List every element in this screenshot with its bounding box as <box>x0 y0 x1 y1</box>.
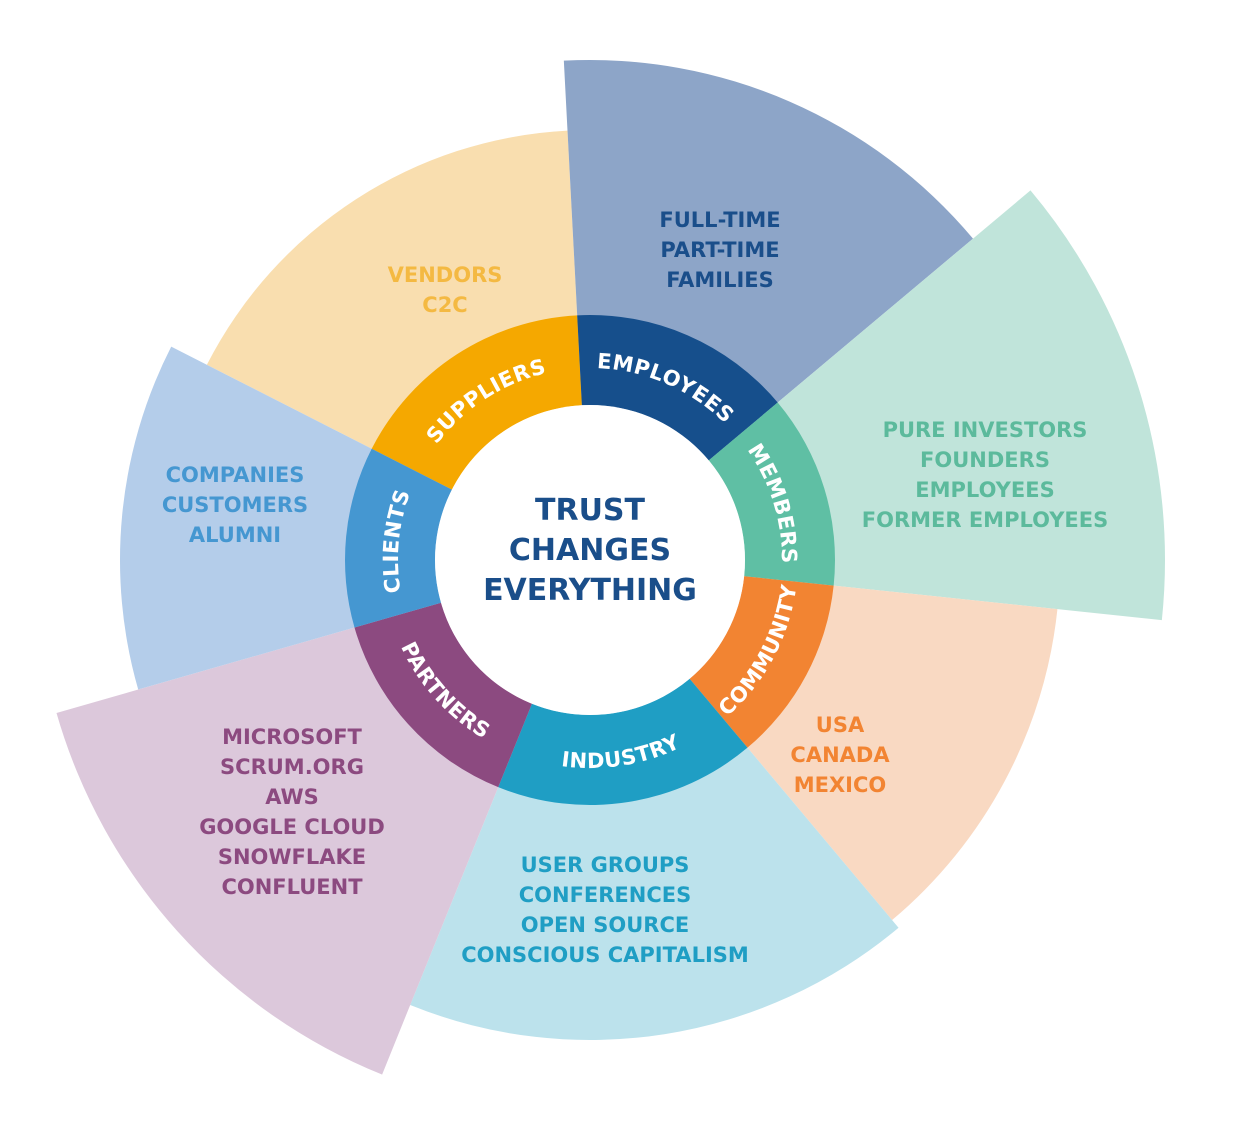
community-ring-segment <box>689 576 834 748</box>
members-item: FOUNDERS <box>920 448 1050 472</box>
suppliers-item: VENDORS <box>388 263 503 287</box>
community-item: USA <box>816 713 865 737</box>
center-title-line: EVERYTHING <box>483 573 697 608</box>
industry-item: USER GROUPS <box>521 853 690 877</box>
partners-item: GOOGLE CLOUD <box>199 815 385 839</box>
clients-ring-segment <box>344 448 452 628</box>
employees-ring-segment <box>577 315 778 461</box>
members-ring-segment <box>708 402 835 586</box>
community-item: MEXICO <box>794 773 887 797</box>
center-title: TRUST CHANGES EVERYTHING <box>483 493 697 608</box>
employees-item: FULL-TIME <box>659 208 780 232</box>
partners-item: AWS <box>265 785 319 809</box>
industry-item: CONSCIOUS CAPITALISM <box>461 943 749 967</box>
industry-ring-segment <box>498 678 748 806</box>
outer-labels: VENDORS C2C FULL-TIME PART-TIME FAMILIES PURE… <box>162 208 1108 967</box>
partners-item: SNOWFLAKE <box>218 845 366 869</box>
partners-item: MICROSOFT <box>222 725 362 749</box>
center-title-line: TRUST <box>535 493 646 528</box>
partners-ring-segment <box>354 602 532 788</box>
employees-item: FAMILIES <box>666 268 774 292</box>
members-item: EMPLOYEES <box>915 478 1054 502</box>
center-circle <box>435 405 745 715</box>
members-item: FORMER EMPLOYEES <box>862 508 1108 532</box>
members-item: PURE INVESTORS <box>883 418 1088 442</box>
industry-item: OPEN SOURCE <box>521 913 689 937</box>
employees-item: PART-TIME <box>660 238 779 262</box>
clients-item: COMPANIES <box>166 463 305 487</box>
partners-item: CONFLUENT <box>221 875 363 899</box>
community-item: CANADA <box>790 743 890 767</box>
clients-item: CUSTOMERS <box>162 493 308 517</box>
partners-item: SCRUM.ORG <box>220 755 364 779</box>
suppliers-ring-segment <box>371 315 582 490</box>
suppliers-item: C2C <box>422 293 467 317</box>
industry-item: CONFERENCES <box>519 883 692 907</box>
clients-item: ALUMNI <box>189 523 281 547</box>
center-title-line: CHANGES <box>509 533 671 568</box>
